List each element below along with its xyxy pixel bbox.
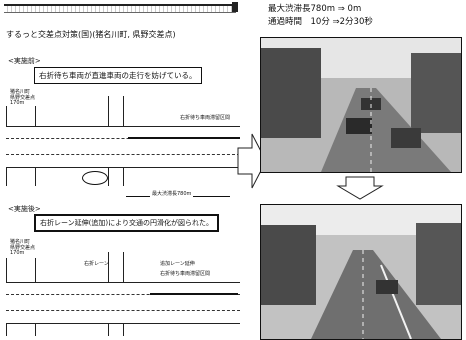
after-lane-divider-2 [6,310,240,311]
after-lane-label-2: 追加レーン延伸 [160,261,195,267]
before-callout: 右折待ち車両が直進車両の走行を妨げている。 [34,67,202,84]
before-queue-line [128,137,240,139]
photo-before-drawing [261,38,461,172]
photo-before [260,37,462,173]
before-lane-divider-2 [6,154,240,155]
after-callout: 右折レーン延伸(追加)により交通の円滑化が図られた。 [34,214,219,232]
before-arrow-label: 最大渋滞長780m [150,191,194,198]
header-bar-cap [232,2,238,12]
arrow-down-icon [336,176,384,200]
before-road-horizontal [6,126,240,168]
photo-after [260,204,462,340]
photo-after-drawing [261,205,461,339]
arrow-right-icon [237,133,267,189]
after-added-lane-line [150,293,238,295]
before-heading: <実施前> [8,57,41,65]
after-heading: <実施後> [8,205,41,213]
before-side-label: 猪名川町 県野交差点 170m [10,89,36,106]
before-queue-highlight [82,171,108,185]
after-lane-label-3: 右折待ち車両滞留区間 [160,271,211,277]
header-bar [4,4,236,13]
document-title: するっと交差点対策(国)(猪名川町, 県野交差点) [6,30,176,39]
stat-max-queue: 最大渋滞長780m ⇒ 0m [268,4,362,14]
before-lane-label: 右折待ち車両滞留区間 [180,115,231,121]
after-lane-label-1: 右折レーン [84,261,109,267]
after-road-horizontal [6,282,240,324]
stat-pass-time: 通過時間 10分 ⇒2分30秒 [268,17,373,27]
after-side-label: 猪名川町 県野交差点 170m [10,239,36,256]
after-lane-divider-1 [6,294,240,295]
before-lane-divider-1 [6,138,240,139]
